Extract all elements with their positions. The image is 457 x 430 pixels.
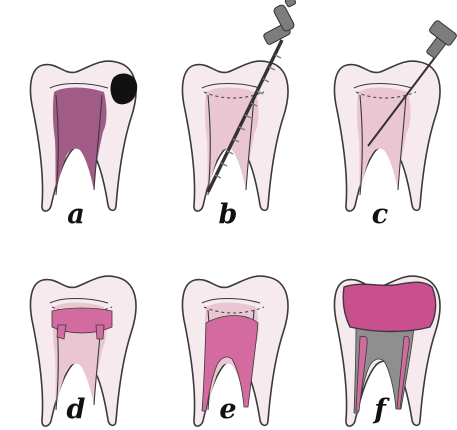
file-grip bbox=[285, 0, 297, 7]
tooth-a-graphic bbox=[0, 0, 152, 215]
panel-b: b bbox=[152, 0, 304, 215]
tooth-b-graphic bbox=[152, 0, 304, 215]
crown-restoration bbox=[343, 282, 435, 331]
panel-label-d: d bbox=[56, 395, 96, 425]
panel-e: e bbox=[152, 215, 304, 430]
panel-f: f bbox=[304, 215, 456, 430]
panel-c: c bbox=[304, 0, 456, 215]
panel-label-e: e bbox=[208, 395, 248, 425]
panel-d: d bbox=[0, 215, 152, 430]
caries-lesion bbox=[111, 74, 137, 104]
panel-label-f: f bbox=[360, 395, 400, 425]
tooth-c-graphic bbox=[304, 0, 456, 215]
panel-a: a bbox=[0, 0, 152, 215]
